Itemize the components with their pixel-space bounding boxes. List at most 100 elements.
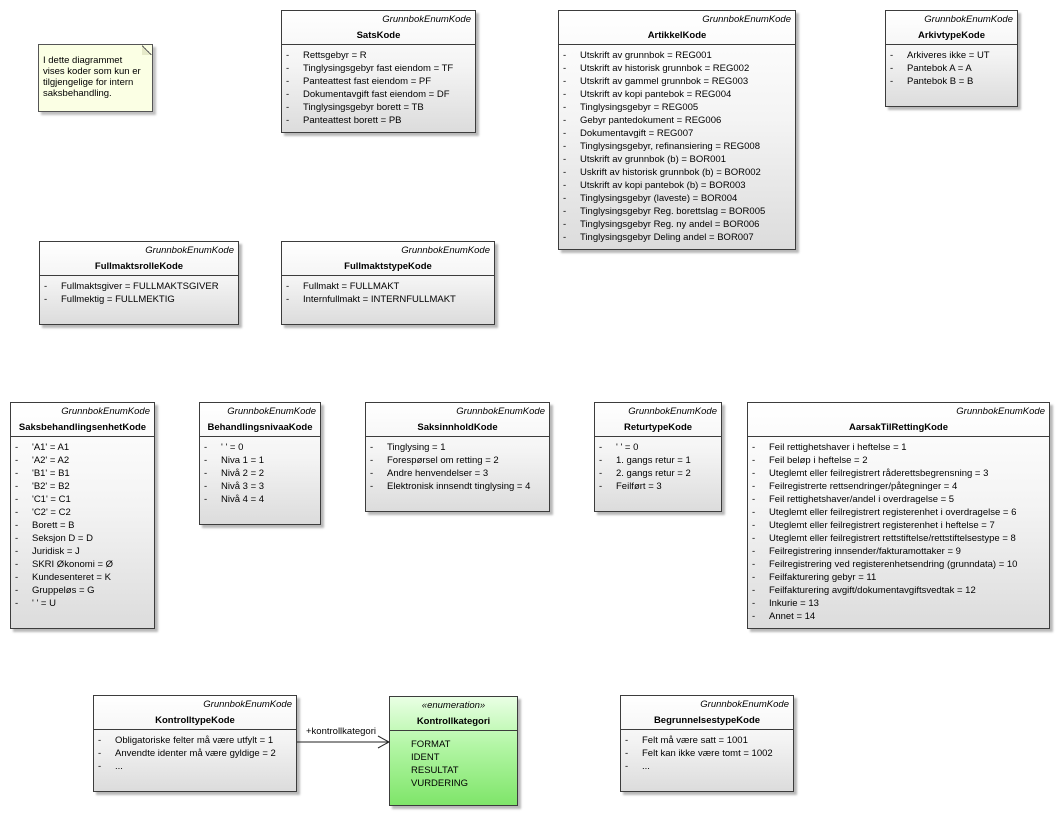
attribute-item: Feil beløp i heftelse = 2 — [748, 454, 1049, 467]
attribute-item: 'A1' = A1 — [11, 441, 154, 454]
attribute-item: Feil rettighetshaver/andel i overdragels… — [748, 493, 1049, 506]
attribute-item: Nivå 4 = 4 — [200, 493, 320, 506]
attribute-item: Utskrift av kopi pantebok = REG004 — [559, 88, 795, 101]
class-name: BehandlingsnivaaKode — [207, 422, 313, 433]
attribute-item: Obligatoriske felter må være utfylt = 1 — [94, 734, 296, 747]
attribute-list: Utskrift av grunnbok = REG001Utskrift av… — [559, 45, 795, 244]
attribute-item: Tinglysingsgebyr Reg. ny andel = BOR006 — [559, 218, 795, 231]
class-name: ArkivtypeKode — [917, 30, 986, 41]
class-header: GrunnbokEnumKode BehandlingsnivaaKode — [200, 403, 320, 437]
attribute-item: Inkurie = 13 — [748, 597, 1049, 610]
attribute-item: ' ' = 0 — [595, 441, 721, 454]
attribute-list: ' ' = 0Niva 1 = 1Nivå 2 = 2Nivå 3 = 3Niv… — [200, 437, 320, 506]
class-header: GrunnbokEnumKode ArtikkelKode — [559, 11, 795, 45]
class-header: GrunnbokEnumKode KontrolltypeKode — [94, 696, 296, 730]
attribute-item: Arkiveres ikke = UT — [886, 49, 1017, 62]
class-sats-kode[interactable]: GrunnbokEnumKode SatsKode Rettsgebyr = R… — [281, 10, 476, 133]
attribute-item: Uteglemt eller feilregistrert registeren… — [748, 506, 1049, 519]
class-header: GrunnbokEnumKode FullmaktsrolleKode — [40, 242, 238, 276]
attribute-item: SKRI Økonomi = Ø — [11, 558, 154, 571]
class-stereotype: GrunnbokEnumKode — [227, 406, 316, 417]
class-saksinnhold-kode[interactable]: GrunnbokEnumKode SaksinnholdKode Tinglys… — [365, 402, 550, 512]
class-stereotype: GrunnbokEnumKode — [203, 699, 292, 710]
class-stereotype: GrunnbokEnumKode — [382, 14, 471, 25]
attribute-item: Uskrift av historisk grunnbok (b) = BOR0… — [559, 166, 795, 179]
attribute-item: Juridisk = J — [11, 545, 154, 558]
attribute-list: Felt må være satt = 1001Felt kan ikke væ… — [621, 730, 793, 773]
attribute-list: Rettsgebyr = RTinglysingsgebyr fast eien… — [282, 45, 475, 127]
class-stereotype: GrunnbokEnumKode — [956, 406, 1045, 417]
class-saksbehandlingsenhet-kode[interactable]: GrunnbokEnumKode SaksbehandlingsenhetKod… — [10, 402, 155, 629]
attribute-item: 'C1' = C1 — [11, 493, 154, 506]
attribute-item: RESULTAT — [411, 765, 459, 776]
attribute-item: Fullmakt = FULLMAKT — [282, 280, 494, 293]
class-fullmaktstype-kode[interactable]: GrunnbokEnumKode FullmaktstypeKode Fullm… — [281, 241, 495, 325]
attribute-item: Utskrift av gammel grunnbok = REG003 — [559, 75, 795, 88]
attribute-item: Feil rettighetshaver i heftelse = 1 — [748, 441, 1049, 454]
note-fold-icon — [142, 45, 152, 55]
attribute-item: Rettsgebyr = R — [282, 49, 475, 62]
attribute-item: 'B1' = B1 — [11, 467, 154, 480]
attribute-item: Feilført = 3 — [595, 480, 721, 493]
class-header: GrunnbokEnumKode ReturtypeKode — [595, 403, 721, 437]
attribute-item: Niva 1 = 1 — [200, 454, 320, 467]
attribute-item: 'B2' = B2 — [11, 480, 154, 493]
class-stereotype: GrunnbokEnumKode — [401, 245, 490, 256]
class-kontrolltype-kode[interactable]: GrunnbokEnumKode KontrolltypeKode Obliga… — [93, 695, 297, 792]
class-stereotype: GrunnbokEnumKode — [924, 14, 1013, 25]
attribute-item: Nivå 2 = 2 — [200, 467, 320, 480]
attribute-item: Internfullmakt = INTERNFULLMAKT — [282, 293, 494, 306]
attribute-item: Forespørsel om retting = 2 — [366, 454, 549, 467]
class-name: ReturtypeKode — [623, 422, 693, 433]
attribute-item: Tinglysing = 1 — [366, 441, 549, 454]
class-aarsak-til-retting-kode[interactable]: GrunnbokEnumKode AarsakTilRettingKode Fe… — [747, 402, 1050, 629]
attribute-list: Obligatoriske felter må være utfylt = 1A… — [94, 730, 296, 773]
class-stereotype: GrunnbokEnumKode — [702, 14, 791, 25]
attribute-item: Feilfakturering avgift/dokumentavgiftsve… — [748, 584, 1049, 597]
attribute-item: Borett = B — [11, 519, 154, 532]
class-name: SaksinnholdKode — [417, 422, 498, 433]
class-name: SaksbehandlingsenhetKode — [18, 422, 147, 433]
class-returtype-kode[interactable]: GrunnbokEnumKode ReturtypeKode ' ' = 01.… — [594, 402, 722, 512]
class-stereotype: GrunnbokEnumKode — [145, 245, 234, 256]
class-artikkel-kode[interactable]: GrunnbokEnumKode ArtikkelKode Utskrift a… — [558, 10, 796, 250]
attribute-item: ' ' = 0 — [200, 441, 320, 454]
class-begrunnelsestype-kode[interactable]: GrunnbokEnumKode BegrunnelsestypeKode Fe… — [620, 695, 794, 792]
class-header: GrunnbokEnumKode ArkivtypeKode — [886, 11, 1017, 45]
attribute-item: Tinglysingsgebyr = REG005 — [559, 101, 795, 114]
class-name: Kontrollkategori — [416, 716, 491, 727]
class-stereotype: GrunnbokEnumKode — [700, 699, 789, 710]
attribute-item: Utskrift av grunnbok = REG001 — [559, 49, 795, 62]
attribute-item: Uteglemt eller feilregistrert rettstifte… — [748, 532, 1049, 545]
association-role-label: +kontrollkategori — [306, 726, 376, 737]
attribute-item: Tinglysingsgebyr borett = TB — [282, 101, 475, 114]
attribute-item: Kundesenteret = K — [11, 571, 154, 584]
attribute-item: Pantebok B = B — [886, 75, 1017, 88]
attribute-item: ... — [621, 760, 793, 773]
attribute-item: VURDERING — [411, 778, 469, 789]
attribute-item: 1. gangs retur = 1 — [595, 454, 721, 467]
class-arkivtype-kode[interactable]: GrunnbokEnumKode ArkivtypeKode Arkiveres… — [885, 10, 1018, 107]
class-fullmaktsrolle-kode[interactable]: GrunnbokEnumKode FullmaktsrolleKode Full… — [39, 241, 239, 325]
attribute-item: Tinglysingsgebyr, refinansiering = REG00… — [559, 140, 795, 153]
attribute-item: ' ' = U — [11, 597, 154, 610]
attribute-item: Feilregistrerte rettsendringer/påtegning… — [748, 480, 1049, 493]
attribute-item: Elektronisk innsendt tinglysing = 4 — [366, 480, 549, 493]
attribute-item: Feilregistrering ved registerenhetsendri… — [748, 558, 1049, 571]
attribute-item: Tinglysingsgebyr Reg. borettslag = BOR00… — [559, 205, 795, 218]
class-header: «enumeration» Kontrollkategori — [390, 697, 517, 731]
attribute-item: Annet = 14 — [748, 610, 1049, 623]
attribute-item: Fullmektig = FULLMEKTIG — [40, 293, 238, 306]
note-text: I dette diagrammet vises koder som kun e… — [43, 55, 141, 99]
attribute-item: Uteglemt eller feilregistrert registeren… — [748, 519, 1049, 532]
attribute-item: Utskrift av historisk grunnbok = REG002 — [559, 62, 795, 75]
class-name: FullmaktsrolleKode — [94, 261, 184, 272]
attribute-item: Feilfakturering gebyr = 11 — [748, 571, 1049, 584]
class-name: KontrolltypeKode — [155, 715, 235, 726]
class-behandlingsnivaa-kode[interactable]: GrunnbokEnumKode BehandlingsnivaaKode ' … — [199, 402, 321, 525]
attribute-item: Pantebok A = A — [886, 62, 1017, 75]
attribute-list: Fullmakt = FULLMAKTInternfullmakt = INTE… — [282, 276, 494, 306]
class-name: BegrunnelsestypeKode — [653, 715, 761, 726]
